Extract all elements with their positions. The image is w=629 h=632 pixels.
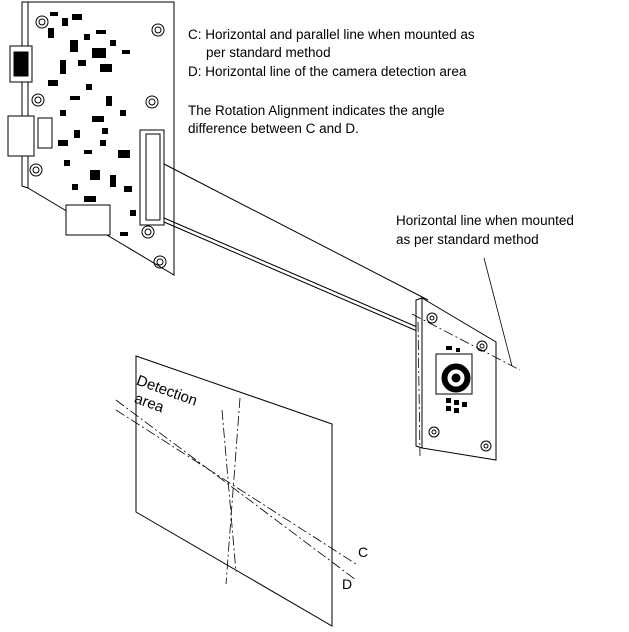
main-circuit-board [7,1,175,276]
detection-axis-lines [115,397,357,585]
detection-area-plane [135,355,333,627]
camera-sensor-board [415,297,497,461]
note-c-continued: per standard method [206,45,331,60]
note-rotation-2: difference between C and D. [188,121,359,136]
axis-label-c: C [358,544,369,560]
camera-board-components [446,346,467,413]
note-rotation-1: The Rotation Alignment indicates the ang… [188,103,445,118]
callout-line-2: as per standard method [396,232,539,247]
axis-label-d: D [342,576,353,592]
ribbon-cable [163,163,429,335]
note-d: D: Horizontal line of the camera detecti… [188,64,467,79]
line-c [115,409,357,565]
callout-line-1: Horizontal line when mounted [396,213,574,228]
camera-board-reference-lines [411,313,521,457]
line-d [115,399,357,581]
note-c: C: Horizontal and parallel line when mou… [188,27,475,42]
callout-leader-line [483,257,513,367]
board-components [48,12,136,236]
